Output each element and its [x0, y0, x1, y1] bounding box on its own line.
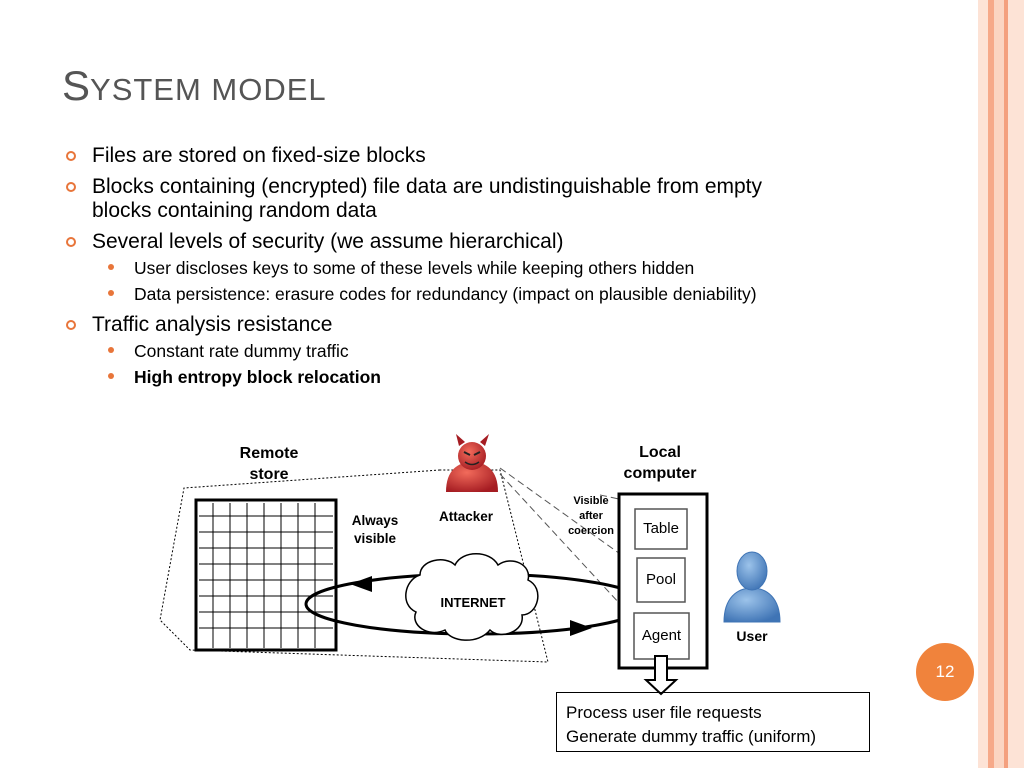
decor-stripe [1004, 0, 1008, 768]
remote-store-grid [194, 498, 338, 652]
bullet-text: Blocks containing (encrypted) file data … [92, 175, 763, 198]
decor-stripe [978, 0, 988, 768]
decor-stripe [994, 0, 1004, 768]
bullet-text: Traffic analysis resistance [92, 313, 333, 336]
pool-label: Pool [645, 571, 677, 588]
visible-after-coercion-label: Visible after coercion [558, 494, 624, 539]
slide-title: System model [62, 62, 327, 110]
bullet-dot-icon [108, 347, 114, 353]
title-initial: S [62, 62, 91, 109]
local-computer-text: computer [623, 465, 697, 482]
bullet-dot-icon [108, 290, 114, 296]
agent-label: Agent [641, 627, 682, 644]
bullet-text: Several levels of security (we assume hi… [92, 230, 564, 253]
remote-store-label: Remote store [226, 443, 312, 485]
agent-box [633, 612, 690, 660]
down-arrow-icon [643, 655, 679, 696]
agent-description-text: Generate dummy traffic (uniform) [566, 727, 817, 746]
always-visible-text: Always [351, 513, 399, 528]
sub-bullet-item: Data persistence: erasure codes for redu… [66, 283, 906, 305]
decor-stripe [1008, 0, 1024, 768]
table-label: Table [643, 520, 679, 537]
bullet-text: blocks containing random data [92, 199, 377, 222]
visible-after-coercion-text: after [579, 510, 603, 522]
traffic-arrow-icon [350, 576, 372, 592]
sub-bullet-text: User discloses keys to some of these lev… [134, 258, 695, 278]
sub-bullet-text: Data persistence: erasure codes for redu… [134, 284, 757, 304]
agent-description-box: Process user file requests Generate dumm… [556, 692, 870, 752]
always-visible-label: Always visible [340, 512, 410, 548]
visible-after-coercion-text: coercion [568, 525, 614, 537]
local-computer-text: Local [639, 444, 681, 461]
title-rest: ystem model [90, 72, 327, 107]
sub-bullet-item: User discloses keys to some of these lev… [66, 257, 906, 279]
bullet-item: Traffic analysis resistance [66, 313, 906, 337]
attacker-label: Attacker [438, 509, 494, 524]
agent-description-text: Process user file requests [566, 703, 762, 722]
bullet-item: Files are stored on fixed-size blocks [66, 144, 906, 168]
bullet-ring-icon [66, 320, 76, 330]
always-visible-text: visible [353, 531, 397, 546]
bullet-ring-icon [66, 151, 76, 161]
sub-bullet-text: Constant rate dummy traffic [134, 341, 349, 361]
sub-bullet-item: High entropy block relocation [66, 366, 906, 388]
page-number-badge: 12 [916, 643, 974, 701]
remote-store-text: store [249, 466, 289, 483]
pool-box [636, 557, 686, 603]
attacker-devil-icon [446, 434, 498, 492]
bullet-item: Several levels of security (we assume hi… [66, 230, 906, 254]
coercion-line [499, 467, 691, 605]
bullet-dot-icon [108, 373, 114, 379]
bullet-dot-icon [108, 264, 114, 270]
bullet-ring-icon [66, 237, 76, 247]
user-icon [723, 551, 781, 623]
attacker-view-region [159, 469, 549, 663]
sub-bullet-text: High entropy block relocation [134, 367, 381, 387]
table-box [634, 508, 688, 550]
bullet-list: Files are stored on fixed-size blocks Bl… [66, 144, 906, 392]
bullet-ring-icon [66, 182, 76, 192]
local-computer-label: Local computer [612, 442, 708, 484]
visible-after-coercion-text: Visible [573, 495, 609, 507]
bullet-item: Blocks containing (encrypted) file data … [66, 175, 906, 223]
remote-store-text: Remote [239, 445, 299, 462]
bullet-text: Files are stored on fixed-size blocks [92, 144, 426, 167]
decor-stripe [988, 0, 994, 768]
traffic-arrow-icon [570, 620, 592, 636]
internet-label: INTERNET [440, 595, 506, 610]
sub-bullet-item: Constant rate dummy traffic [66, 340, 906, 362]
internet-cloud [405, 553, 539, 641]
user-label: User [736, 628, 768, 644]
